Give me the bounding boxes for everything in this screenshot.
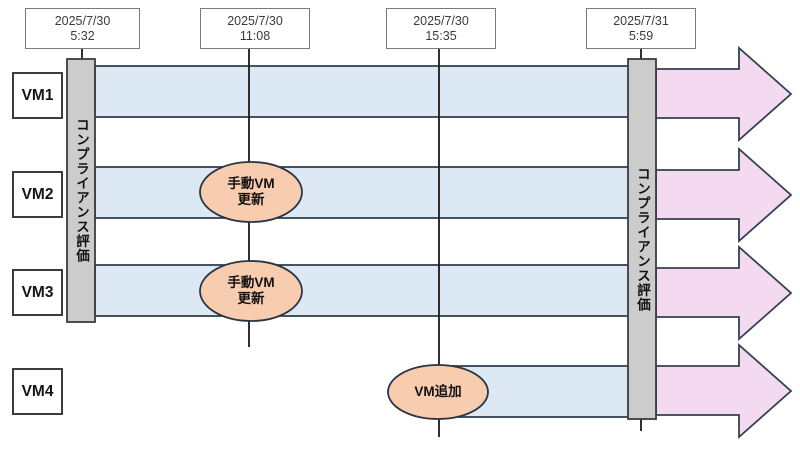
- vm-label-text: VM4: [21, 382, 54, 400]
- vm-label-box-vm2[interactable]: VM2: [12, 171, 63, 218]
- compliance-gate-gate-right: [627, 58, 657, 420]
- marker-date: 2025/7/30: [413, 14, 469, 29]
- marker-time: 15:35: [425, 28, 457, 43]
- marker-time: 5:59: [628, 28, 654, 43]
- activity-band-vm1: [94, 65, 630, 118]
- vm-label-text: VM3: [21, 283, 54, 301]
- activity-band-vm2: [94, 166, 630, 219]
- outcome-arrow-vm1: [655, 46, 793, 142]
- vm-label-text: VM2: [21, 185, 54, 203]
- marker-date: 2025/7/30: [54, 14, 111, 29]
- compliance-gate-gate-left: [66, 58, 96, 323]
- vm-label-box-vm4[interactable]: VM4: [12, 368, 63, 415]
- outcome-arrow-vm4: [655, 343, 793, 439]
- vm-label-text: VM1: [21, 86, 54, 104]
- vm-label-box-vm1[interactable]: VM1: [12, 72, 63, 119]
- event-ellipse-ev2[interactable]: [199, 260, 303, 322]
- marker-time: 11:08: [239, 28, 271, 43]
- event-ellipse-ev1[interactable]: [199, 161, 303, 223]
- outcome-arrow-vm3: [655, 245, 793, 341]
- marker-time: 5:32: [70, 28, 95, 43]
- outcome-arrow-vm2: [655, 147, 793, 243]
- event-ellipse-ev3[interactable]: [387, 364, 489, 420]
- marker-date: 2025/7/31: [613, 14, 669, 29]
- marker-date: 2025/7/30: [227, 14, 283, 29]
- vm-label-box-vm3[interactable]: VM3: [12, 269, 63, 316]
- activity-band-vm3: [94, 264, 630, 317]
